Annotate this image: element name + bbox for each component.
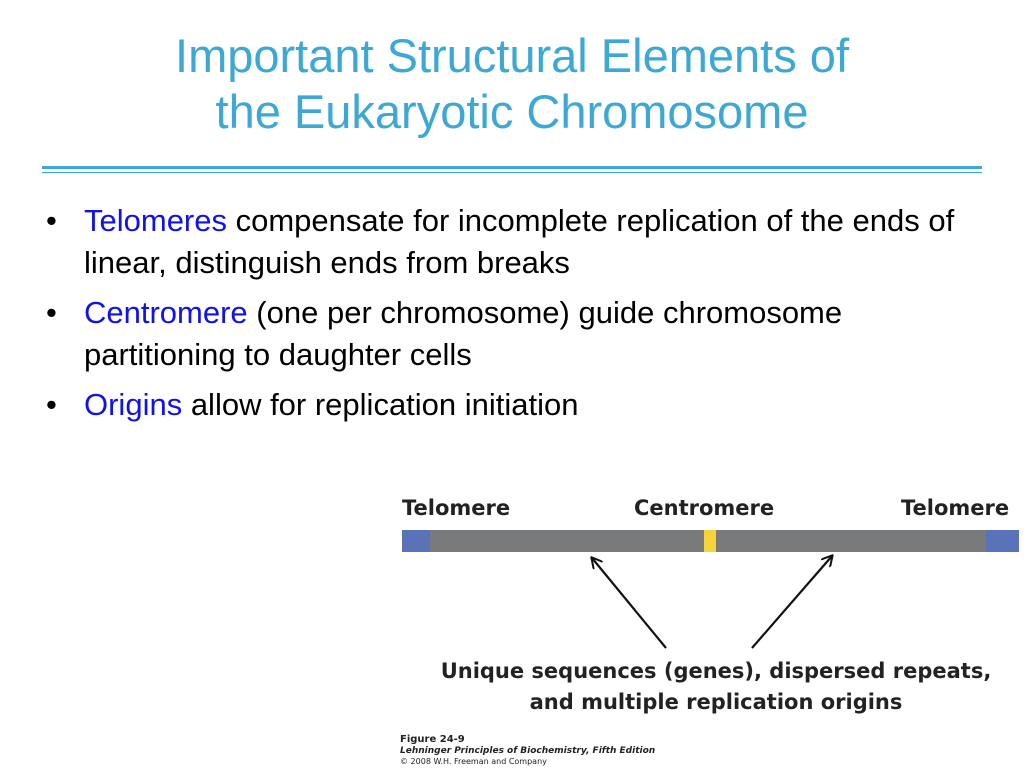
- telomere-left-segment: [402, 530, 430, 552]
- bullet-list: • Telomeres compensate for incomplete re…: [42, 200, 992, 434]
- slide-title: Important Structural Elements of the Euk…: [40, 28, 984, 140]
- bullet-dot: •: [46, 203, 57, 238]
- title-line-2: the Eukaryotic Chromosome: [215, 85, 809, 138]
- bullet-term: Telomeres: [84, 203, 227, 238]
- telomere-right-segment: [986, 530, 1019, 552]
- title-divider-thick: [42, 166, 982, 169]
- figure-copyright: © 2008 W.H. Freeman and Company: [400, 757, 547, 766]
- figure-number: Figure 24-9: [400, 734, 465, 745]
- bullet-term: Origins: [84, 387, 183, 422]
- title-divider-thin: [42, 172, 982, 173]
- arrow-left: [592, 558, 667, 649]
- bullet-dot: •: [46, 387, 57, 422]
- centromere-segment: [704, 530, 716, 552]
- bullet-text: (one per chromosome) guide chromosome pa…: [84, 295, 843, 372]
- label-centromere: Centromere: [634, 496, 775, 520]
- bullet-origins: • Origins allow for replication initiati…: [42, 384, 992, 426]
- label-telomere-left: Telomere: [402, 496, 511, 520]
- label-telomere-right: Telomere: [901, 496, 1010, 520]
- arrow-right: [751, 556, 832, 649]
- bullet-centromere: • Centromere (one per chromosome) guide …: [42, 292, 992, 376]
- title-line-1: Important Structural Elements of: [175, 29, 849, 82]
- bullet-text: compensate for incomplete replication of…: [84, 203, 955, 280]
- figure-caption: Unique sequences (genes), dispersed repe…: [416, 656, 1016, 718]
- bullet-dot: •: [46, 295, 57, 330]
- caption-line-2: and multiple replication origins: [529, 690, 903, 714]
- arrows-graphic: [396, 490, 1024, 649]
- bullet-term: Centromere: [84, 295, 248, 330]
- bullet-text: allow for replication initiation: [182, 387, 579, 422]
- caption-line-1: Unique sequences (genes), dispersed repe…: [440, 659, 992, 683]
- bullet-telomeres: • Telomeres compensate for incomplete re…: [42, 200, 992, 284]
- figure-book-title: Lehninger Principles of Biochemistry, Fi…: [400, 746, 656, 756]
- chromosome-figure: Telomere Centromere Telomere Unique sequ…: [396, 490, 1024, 768]
